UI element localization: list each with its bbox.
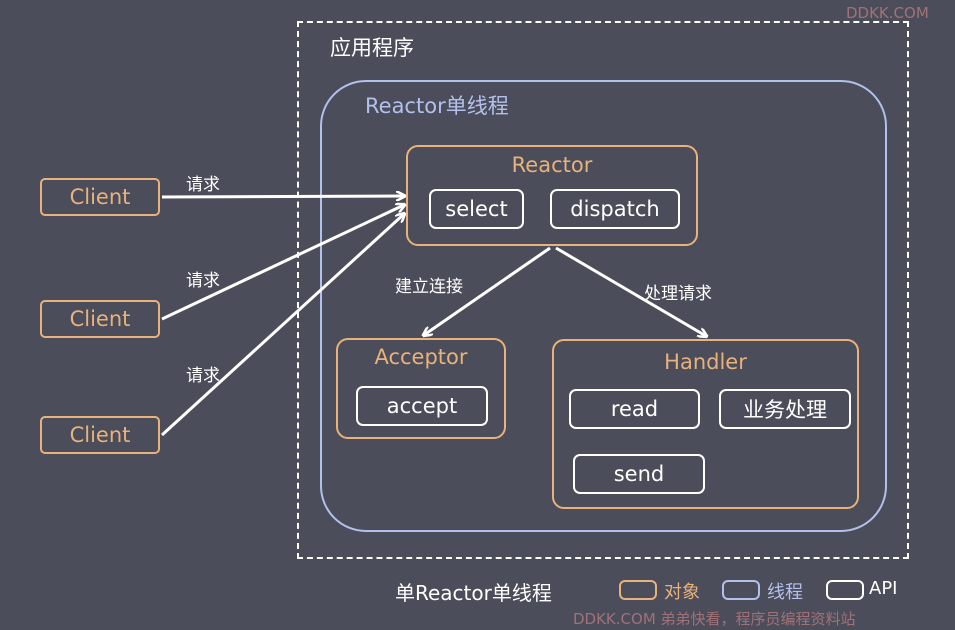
legend-api-swatch — [826, 580, 864, 600]
legend-caption: 单Reactor单线程 — [395, 581, 552, 605]
legend-object-label: 对象 — [664, 582, 700, 603]
handler-object: Handler read 业务处理 send — [552, 339, 859, 509]
handler-title: Handler — [664, 350, 747, 374]
legend-thread-label: 线程 — [767, 582, 803, 603]
dispatch-api: dispatch — [550, 189, 680, 229]
business-process-api: 业务处理 — [719, 389, 851, 429]
legend-object-swatch — [619, 580, 657, 600]
edge-label-establish-connection: 建立连接 — [395, 277, 463, 297]
arrow-client3-reactor — [160, 214, 404, 437]
arrow-client2-reactor — [161, 205, 404, 321]
send-api: send — [573, 454, 705, 494]
watermark-top: DDKK.COM — [846, 4, 929, 22]
legend-thread-swatch — [722, 580, 760, 600]
client-3: Client — [40, 416, 160, 454]
select-api: select — [429, 189, 524, 229]
edge-label-process-request: 处理请求 — [644, 284, 712, 304]
application-boundary — [297, 21, 909, 559]
reactor-title: Reactor — [511, 153, 593, 177]
application-title: 应用程序 — [330, 36, 414, 60]
reactor-thread-title: Reactor单线程 — [365, 94, 509, 118]
client-1: Client — [40, 178, 160, 216]
arrow-client1-reactor — [161, 196, 404, 197]
reactor-thread-boundary — [320, 80, 887, 532]
acceptor-object: Acceptor accept — [336, 338, 506, 439]
edge-label-request-2: 请求 — [186, 271, 220, 291]
arrow-reactor-acceptor — [424, 246, 551, 335]
read-api: read — [569, 389, 700, 429]
edge-label-request-1: 请求 — [186, 175, 220, 195]
client-2: Client — [40, 300, 160, 338]
legend-api-label: API — [869, 578, 898, 599]
accept-api: accept — [356, 386, 488, 426]
acceptor-title: Acceptor — [374, 345, 468, 369]
edge-label-request-3: 请求 — [186, 366, 220, 386]
reactor-object: Reactor select dispatch — [406, 145, 698, 246]
arrow-reactor-handler — [555, 246, 706, 336]
watermark-bottom: DDKK.COM 弟弟快看，程序员编程资料站 — [573, 610, 856, 628]
